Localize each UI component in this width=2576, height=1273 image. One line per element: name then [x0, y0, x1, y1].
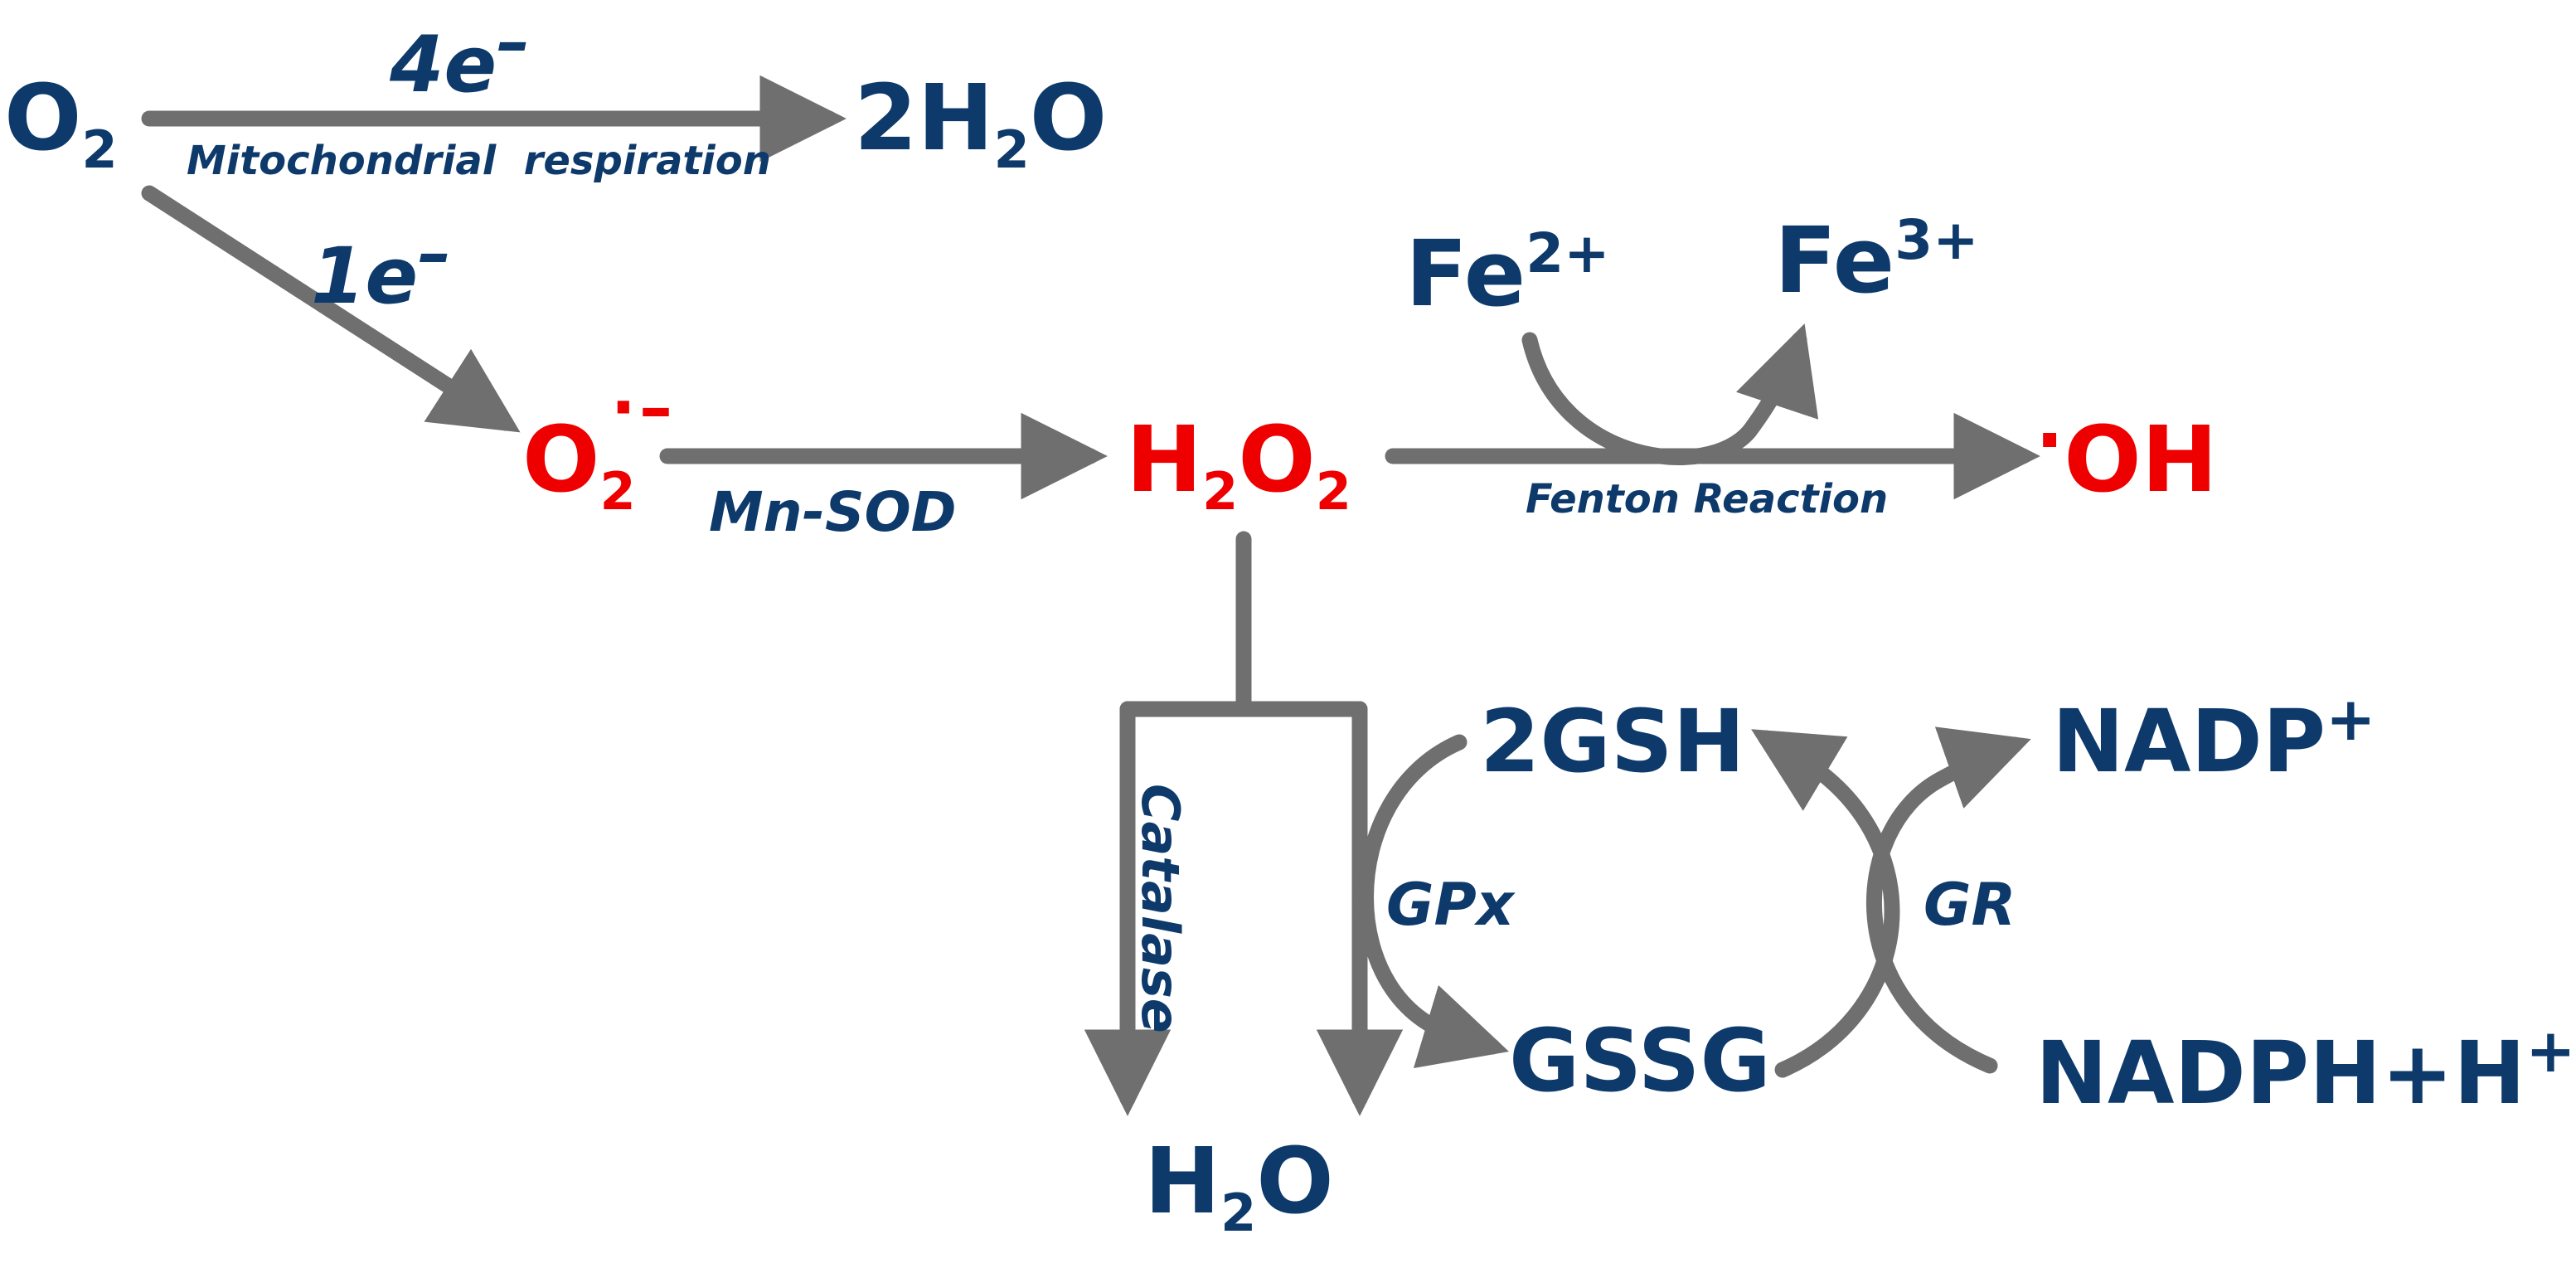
- arrow-nadph-to-nadp: [1865, 726, 2031, 1074]
- label-one-electron: 1e–: [311, 215, 451, 322]
- species-hydroxyl: ·OH: [2035, 397, 2218, 513]
- species-fe3: Fe3+: [1774, 207, 1979, 313]
- species-gsh: 2GSH: [1480, 691, 1745, 792]
- label-mn-sod: Mn-SOD: [709, 480, 956, 544]
- label-gr: GR: [1924, 871, 2016, 939]
- label-gpx: GPx: [1386, 871, 1516, 939]
- arrow-gssg-to-gsh: [1751, 729, 1900, 1078]
- species-superoxide: O2·–: [522, 369, 672, 522]
- species-gssg: GSSG: [1509, 1010, 1771, 1111]
- label-catalase: Catalase: [1130, 784, 1191, 1033]
- species-fe2: Fe2+: [1405, 221, 1610, 327]
- arrow-fe2-to-fe3: [1521, 323, 1819, 465]
- label-fenton-reaction: Fenton Reaction: [1526, 476, 1888, 522]
- species-o2: O2: [4, 65, 118, 180]
- species-nadph: NADPH+H+: [2035, 1016, 2576, 1124]
- label-four-electrons: 4e–: [389, 3, 530, 110]
- species-h2o-bottom: H2O: [1144, 1128, 1334, 1243]
- arrow-o2-to-superoxide: [141, 185, 521, 433]
- species-h2o-product: 2H2O: [854, 65, 1107, 180]
- arrow-gsh-to-gssg: [1358, 734, 1510, 1069]
- label-mitochondrial-respiration: Mitochondrial respiration: [187, 138, 771, 184]
- species-h2o2: H2O2: [1126, 406, 1351, 522]
- species-nadp: NADP+: [2052, 684, 2375, 792]
